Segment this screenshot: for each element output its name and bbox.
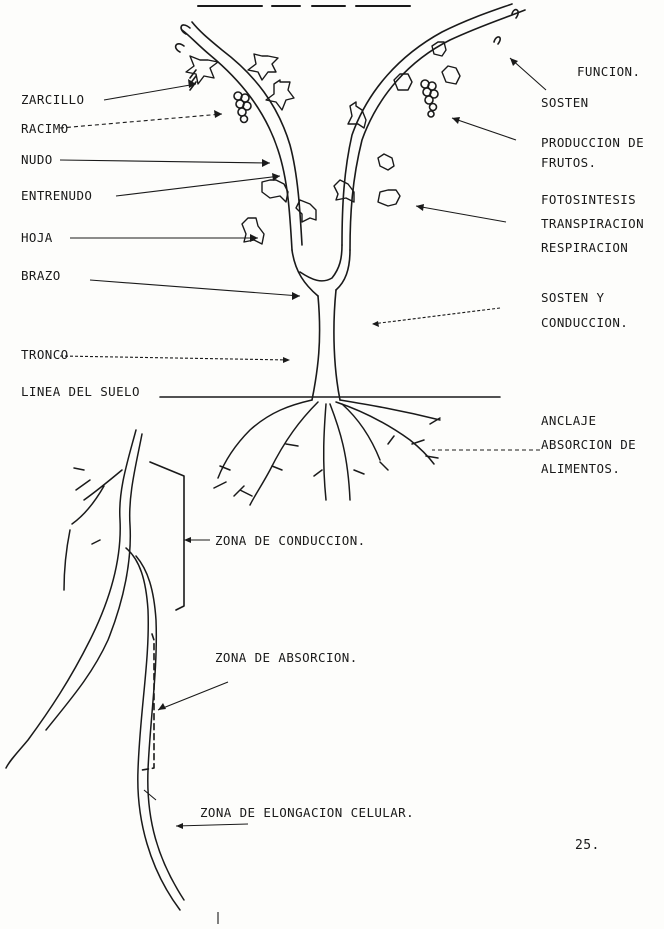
arrow-brazo <box>90 280 300 296</box>
arrow-produccion <box>452 118 516 140</box>
label-anclaje: ANCLAJE <box>541 413 596 429</box>
tendril-left <box>176 25 190 52</box>
label-transpiracion: TRANSPIRACION <box>541 216 644 232</box>
label-nudo: NUDO <box>21 152 53 168</box>
grape-cluster-right <box>421 80 438 117</box>
label-zarcillo: ZARCILLO <box>21 92 84 108</box>
arrow-zona-elongacion <box>176 824 248 826</box>
label-respiracion: RESPIRACION <box>541 240 628 256</box>
label-tronco: TRONCO <box>21 347 69 363</box>
label-absorcion-de: ABSORCION DE <box>541 437 636 453</box>
label-entrenudo: ENTRENUDO <box>21 188 92 204</box>
grape-cluster-left <box>234 92 251 123</box>
label-conduccion: CONDUCCION. <box>541 315 628 331</box>
arrow-zona-absorcion <box>158 682 228 710</box>
label-zona-conduccion: ZONA DE CONDUCCION. <box>215 533 366 549</box>
arrow-zarcillo <box>104 84 196 100</box>
arrow-tronco <box>60 356 290 360</box>
label-hoja: HOJA <box>21 230 53 246</box>
root-system <box>214 400 440 505</box>
leaves <box>186 42 460 244</box>
arrow-entrenudo <box>116 176 280 196</box>
bracket-conduccion <box>150 462 184 610</box>
arrow-nudo <box>60 160 270 163</box>
fork-inner <box>300 245 342 281</box>
label-sosten: SOSTEN <box>541 95 589 111</box>
arrow-racimo <box>60 114 222 128</box>
label-sosten-y: SOSTEN Y <box>541 290 604 306</box>
left-cane <box>182 22 302 250</box>
page-number: 25. <box>575 838 600 854</box>
label-funcion: FUNCION. <box>577 64 640 80</box>
mark-elongacion <box>144 790 156 800</box>
trunk <box>312 290 340 400</box>
arrow-sosten-y <box>372 308 500 324</box>
arrow-fotosintesis <box>416 206 506 222</box>
label-alimentos: ALIMENTOS. <box>541 461 620 477</box>
right-cane <box>342 4 525 250</box>
label-linea-suelo: LINEA DEL SUELO <box>21 384 140 400</box>
root-tip-enlarged <box>6 430 184 910</box>
label-fotosintesis: FOTOSINTESIS <box>541 192 636 208</box>
label-zona-absorcion: ZONA DE ABSORCION. <box>215 650 358 666</box>
label-racimo: RACIMO <box>21 121 69 137</box>
label-produccion-de: PRODUCCION DE <box>541 135 644 151</box>
label-zona-elongacion: ZONA DE ELONGACION CELULAR. <box>200 805 414 821</box>
label-brazo: BRAZO <box>21 268 61 284</box>
label-frutos: FRUTOS. <box>541 155 596 171</box>
